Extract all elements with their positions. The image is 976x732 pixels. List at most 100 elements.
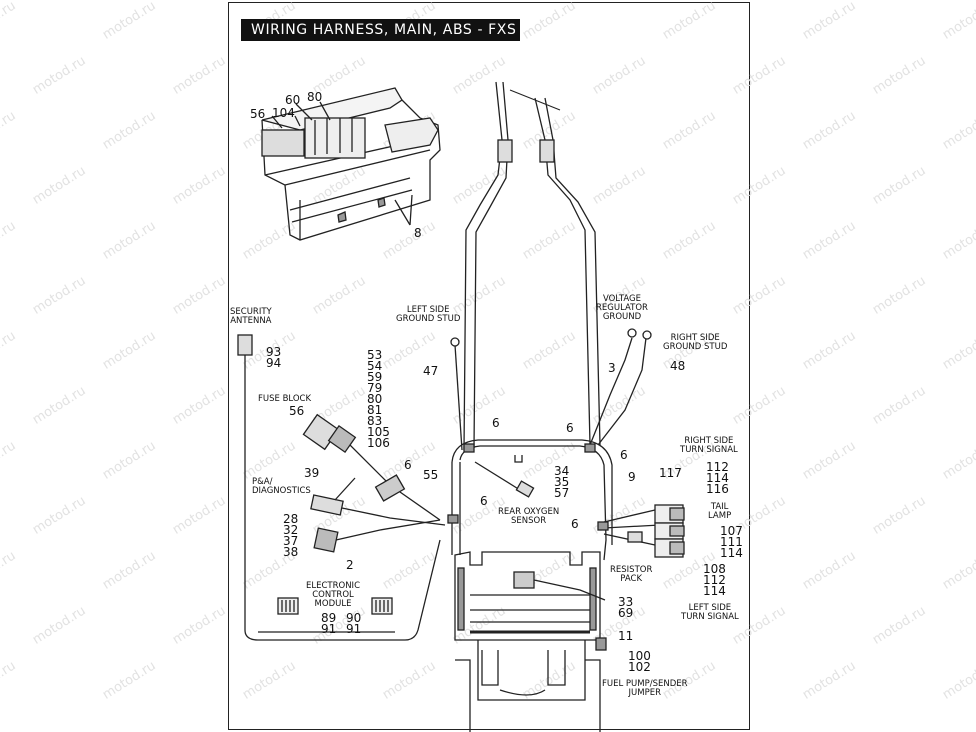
clips: [447, 443, 609, 531]
callouts-fuse-list: 53 54 59 79 80 81 83 105 106: [367, 348, 390, 450]
callout: 80: [367, 392, 383, 406]
label-rear-oxygen-sensor: REAR OXYGEN SENSOR: [498, 508, 559, 526]
main-trunk: [463, 81, 601, 451]
callout: 94: [266, 356, 282, 370]
lower-frame: [454, 551, 601, 732]
callout: 114: [703, 584, 726, 598]
callout: 112: [703, 573, 726, 587]
label-line: CONTROL: [312, 590, 354, 600]
callout-6c: 6: [620, 448, 628, 462]
ground-leads: [450, 328, 652, 451]
callout: 106: [367, 436, 390, 450]
callout: 89: [321, 611, 337, 625]
callout: 90: [346, 611, 362, 625]
callout: 111: [720, 535, 743, 549]
label-left-turn-signal: LEFT SIDE TURN SIGNAL: [681, 604, 739, 622]
label-line: ELECTRONIC: [306, 581, 361, 591]
label-left-ground-stud: LEFT SIDE GROUND STUD: [396, 306, 460, 324]
label-right-ground-stud: RIGHT SIDE GROUND STUD: [663, 334, 727, 352]
callout-47: 47: [423, 364, 439, 378]
callout: 54: [367, 359, 383, 373]
tail-connectors: [603, 504, 685, 558]
label-line: GROUND STUD: [663, 342, 728, 352]
label-security-antenna: SECURITY ANTENNA: [230, 308, 272, 326]
callouts-antenna: 93 94: [266, 345, 282, 370]
callout-8: 8: [414, 226, 422, 240]
callout: 112: [706, 460, 729, 474]
callout: 91: [321, 622, 337, 636]
callout-6a: 6: [492, 416, 500, 430]
callout-104: 104: [272, 106, 295, 120]
label-voltage-regulator-ground: VOLTAGE REGULATOR GROUND: [596, 295, 648, 322]
label-fuel-pump-sender-jumper: FUEL PUMP/SENDER JUMPER: [602, 680, 688, 698]
callouts-ecm-b: 90 91: [346, 611, 362, 636]
callout: 116: [706, 482, 729, 496]
callout-56: 56: [250, 107, 266, 121]
label-right-turn-signal: RIGHT SIDE TURN SIGNAL: [680, 437, 738, 455]
label-resistor-pack: RESISTOR PACK: [610, 566, 652, 584]
label-tail-lamp: TAIL LAMP: [708, 503, 731, 521]
callouts-tail-lamp: 107 111 114: [720, 524, 743, 560]
callouts-right-turn: 112 114 116: [706, 460, 729, 496]
label-line: GROUND: [602, 312, 642, 322]
callout: 91: [346, 622, 362, 636]
label-line: DIAGNOSTICS: [252, 486, 311, 496]
fuse-block-leads: [302, 413, 441, 521]
callout: 107: [720, 524, 743, 538]
callouts-ecm-a: 89 91: [321, 611, 337, 636]
callout: 79: [367, 381, 383, 395]
callout: 105: [367, 425, 390, 439]
callout: 100: [628, 649, 651, 663]
callout: 114: [720, 546, 743, 560]
label-line: PACK: [620, 574, 643, 584]
antenna-ecm-loop: [237, 334, 441, 641]
fuse-block-assembly: [261, 87, 441, 241]
callout: 59: [367, 370, 383, 384]
label-line: RESISTOR: [610, 565, 653, 575]
callout: 93: [266, 345, 282, 359]
callout: 57: [554, 486, 570, 500]
callouts-pa: 28 32 37 38: [283, 513, 299, 558]
callout-6f: 6: [571, 517, 579, 531]
label-line: P&A/: [252, 477, 273, 487]
pa-diagnostics-leads: [310, 477, 446, 553]
fuel-pump-jumper: [513, 571, 607, 651]
callout: 53: [367, 348, 383, 362]
callout: 83: [367, 414, 383, 428]
label-line: SENSOR: [511, 516, 547, 526]
callout-9: 9: [628, 470, 636, 484]
callout-48: 48: [670, 359, 686, 373]
label-fuse-block: FUSE BLOCK: [258, 394, 312, 404]
callouts-left-turn: 108 112 114: [703, 562, 726, 598]
callouts-o2: 34 35 57: [554, 464, 570, 500]
label-line: FUEL PUMP/SENDER: [602, 679, 688, 689]
label-line: VOLTAGE: [602, 294, 642, 304]
callout-56b: 56: [289, 404, 305, 418]
label-line: TURN SIGNAL: [680, 445, 738, 455]
label-line: GROUND STUD: [396, 314, 461, 324]
label-electronic-control-module: ELECTRONIC CONTROL MODULE: [306, 582, 360, 609]
label-line: REGULATOR: [596, 303, 648, 313]
label-line: LEFT SIDE: [406, 305, 450, 315]
label-line: LAMP: [708, 511, 732, 521]
callout-80: 80: [307, 90, 323, 104]
label-line: RIGHT SIDE: [670, 333, 720, 343]
callout-11: 11: [618, 629, 634, 643]
callout-60: 60: [285, 93, 301, 107]
callout-2: 2: [346, 558, 354, 572]
callout-39: 39: [304, 466, 320, 480]
callout-55: 55: [423, 468, 439, 482]
callout: 33: [618, 595, 634, 609]
callout: 108: [703, 562, 726, 576]
label-line: TURN SIGNAL: [681, 612, 739, 622]
callout-6e: 6: [480, 494, 488, 508]
callout-6b: 6: [566, 421, 574, 435]
callouts-33-69: 33 69: [618, 595, 634, 619]
callout-6d: 6: [404, 458, 412, 472]
callout: 34: [554, 464, 570, 478]
label-line: SECURITY: [230, 307, 272, 317]
diagram-title: WIRING HARNESS, MAIN, ABS - FXS: [241, 19, 520, 41]
callouts-fuel-pump: 100 102: [628, 649, 651, 673]
callout: 32: [283, 523, 299, 537]
